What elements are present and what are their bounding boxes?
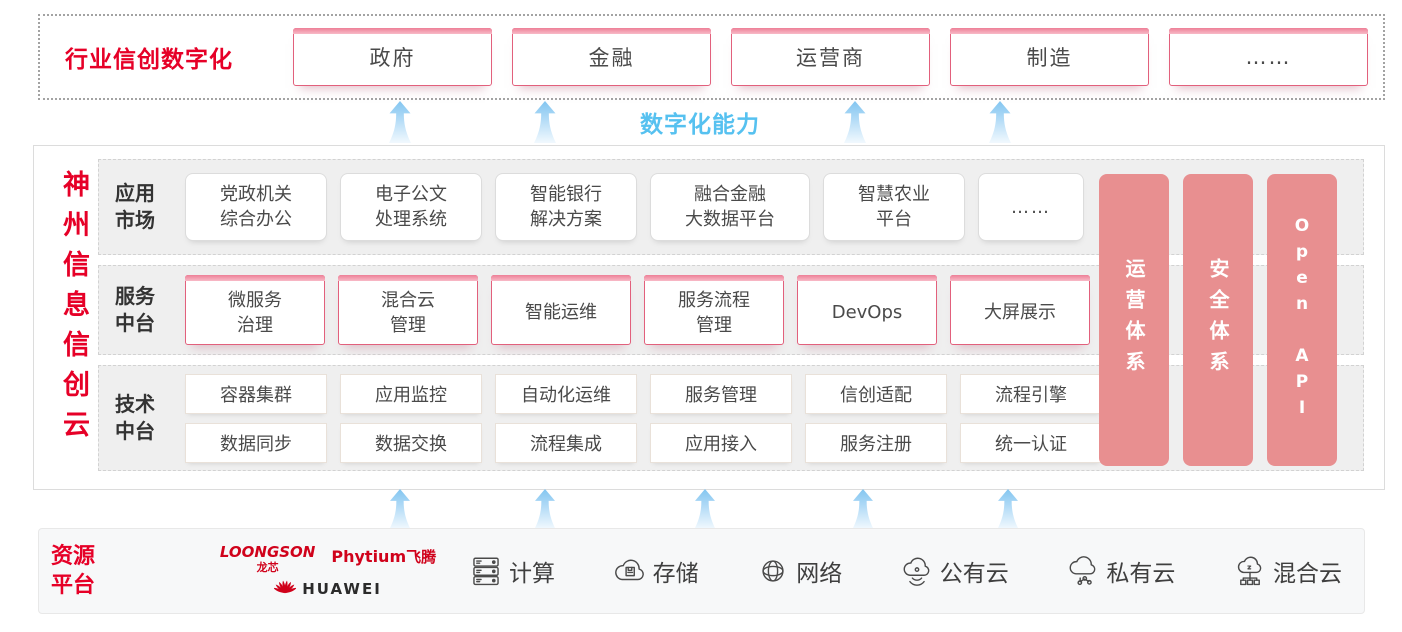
resource-item-label: 公有云: [939, 561, 1009, 587]
tech-middle-platform-label: 技术 中台: [115, 392, 155, 443]
industry-card-list: 政府 金融 运营商 制造 ……: [293, 28, 1368, 86]
app-market-row: 应用 市场 党政机关 综合办公 电子公文 处理系统 智能银行 解决方案 融合金融…: [98, 159, 1364, 255]
tech-card: 容器集群: [185, 373, 327, 414]
tech-card: 自动化运维: [495, 373, 637, 414]
service-middle-platform-label: 服务 中台: [115, 284, 155, 335]
tech-card: 服务管理: [650, 373, 792, 414]
tech-card: 信创适配: [805, 373, 947, 414]
platform-rows: 应用 市场 党政机关 综合办公 电子公文 处理系统 智能银行 解决方案 融合金融…: [98, 159, 1364, 471]
tech-card: 应用监控: [340, 373, 482, 414]
resource-item-storage: 存储: [613, 554, 699, 588]
tech-card: 服务注册: [805, 422, 947, 463]
industry-card-more: ……: [1169, 28, 1368, 86]
resource-item-network: 网络: [756, 554, 842, 588]
huawei-flower-icon: [274, 578, 296, 600]
tech-card: 统一认证: [960, 422, 1102, 463]
tech-card: 流程引擎: [960, 373, 1102, 414]
public-cloud-icon: [900, 554, 934, 588]
platform-title: 神州信息信创云: [58, 170, 89, 450]
digital-capability-label: 数字化能力: [640, 112, 760, 138]
resource-item-label: 混合云: [1272, 561, 1342, 587]
phytium-logo: Phytium飞腾: [331, 546, 436, 567]
service-card: 服务流程 管理: [644, 275, 784, 345]
up-arrow-icon: [385, 489, 415, 529]
vendor-logos: LOONGSON 龙芯 Phytium飞腾 HUAWEI: [217, 543, 439, 600]
pillar-operation-system: 运营体系: [1099, 174, 1169, 466]
industry-card-telecom: 运营商: [731, 28, 930, 86]
service-middle-platform-row: 服务 中台 微服务 治理 混合云 管理 智能运维 服务流程 管理 DevOps …: [98, 265, 1364, 355]
service-card: 微服务 治理: [185, 275, 325, 345]
cloud-platform-panel: 神州信息信创云 应用 市场 党政机关 综合办公 电子公文 处理系统 智能银行 解…: [33, 145, 1385, 490]
resource-item-label: 存储: [652, 561, 699, 587]
loongson-chinese-label: 龙芯: [256, 560, 279, 574]
tech-card-grid: 容器集群 应用监控 自动化运维 服务管理 信创适配 流程引擎 数据同步 数据交换…: [185, 373, 1102, 463]
resource-item-compute: 计算: [469, 554, 555, 588]
tech-card: 数据同步: [185, 422, 327, 463]
phytium-chinese-label: 飞腾: [406, 547, 437, 566]
up-arrow-icon: [848, 489, 878, 529]
storage-icon: [613, 554, 647, 588]
pillar-open-api: Open API: [1267, 174, 1337, 466]
resource-platform-panel: 资源 平台 LOONGSON 龙芯 Phytium飞腾 HUAWEI 计算: [38, 528, 1365, 614]
service-card: 大屏展示: [950, 275, 1090, 345]
server-icon: [469, 554, 503, 588]
app-market-label: 应用 市场: [115, 181, 155, 232]
industry-card-label: ……: [1245, 45, 1292, 69]
industry-card-government: 政府: [293, 28, 492, 86]
up-arrow-icon: [690, 489, 720, 529]
loongson-logo: LOONGSON 龙芯: [220, 543, 316, 575]
industry-card-label: 制造: [1026, 46, 1073, 70]
phytium-wordmark: Phytium: [331, 546, 407, 566]
tech-card-row: 数据同步 数据交换 流程集成 应用接入 服务注册 统一认证: [185, 422, 1102, 463]
service-card: 智能运维: [491, 275, 631, 345]
up-arrow-icon: [985, 101, 1015, 143]
up-arrow-icon: [840, 101, 870, 143]
resource-item-label: 私有云: [1106, 561, 1176, 587]
resource-item-private-cloud: 私有云: [1066, 554, 1175, 588]
app-card: 党政机关 综合办公: [185, 173, 327, 241]
resource-item-public-cloud: 公有云: [900, 554, 1009, 588]
loongson-wordmark: LOONGSON: [219, 542, 316, 561]
up-arrow-icon: [530, 489, 560, 529]
resource-item-label: 网络: [796, 561, 843, 587]
huawei-logo: HUAWEI: [274, 578, 382, 600]
app-card-more: ……: [978, 173, 1084, 241]
industry-card-label: 政府: [369, 46, 416, 70]
tech-card-row: 容器集群 应用监控 自动化运维 服务管理 信创适配 流程引擎: [185, 373, 1102, 414]
resource-platform-label: 资源 平台: [51, 544, 96, 598]
huawei-wordmark: HUAWEI: [302, 579, 382, 598]
app-card: 电子公文 处理系统: [340, 173, 482, 241]
industry-card-label: 运营商: [796, 46, 865, 70]
network-icon: [756, 554, 790, 588]
tech-card: 流程集成: [495, 422, 637, 463]
app-card: 融合金融 大数据平台: [650, 173, 810, 241]
app-card-list: 党政机关 综合办公 电子公文 处理系统 智能银行 解决方案 融合金融 大数据平台…: [185, 173, 1084, 241]
service-card: DevOps: [797, 275, 937, 345]
app-card: 智慧农业 平台: [823, 173, 965, 241]
up-arrow-icon: [993, 489, 1023, 529]
pillar-security-system: 安全体系: [1183, 174, 1253, 466]
tech-card: 数据交换: [340, 422, 482, 463]
tech-card: 应用接入: [650, 422, 792, 463]
tech-middle-platform-row: 技术 中台 容器集群 应用监控 自动化运维 服务管理 信创适配 流程引擎 数据同…: [98, 365, 1364, 471]
service-card: 混合云 管理: [338, 275, 478, 345]
industry-card-finance: 金融: [512, 28, 711, 86]
up-arrow-icon: [385, 101, 415, 143]
private-cloud-icon: [1066, 554, 1100, 588]
industry-digitalization-label: 行业信创数字化: [65, 47, 233, 73]
service-card-list: 微服务 治理 混合云 管理 智能运维 服务流程 管理 DevOps 大屏展示: [185, 275, 1090, 345]
hybrid-cloud-icon: [1233, 554, 1267, 588]
industry-digitalization-panel: 行业信创数字化 政府 金融 运营商 制造 ……: [38, 14, 1385, 100]
up-arrow-icon: [530, 101, 560, 143]
resource-item-list: 计算 存储 网络 公有云 私有云 混合云: [469, 554, 1342, 588]
app-card: 智能银行 解决方案: [495, 173, 637, 241]
industry-card-manufacturing: 制造: [950, 28, 1149, 86]
resource-item-hybrid-cloud: 混合云: [1233, 554, 1342, 588]
resource-item-label: 计算: [509, 561, 555, 587]
industry-card-label: 金融: [588, 46, 635, 70]
